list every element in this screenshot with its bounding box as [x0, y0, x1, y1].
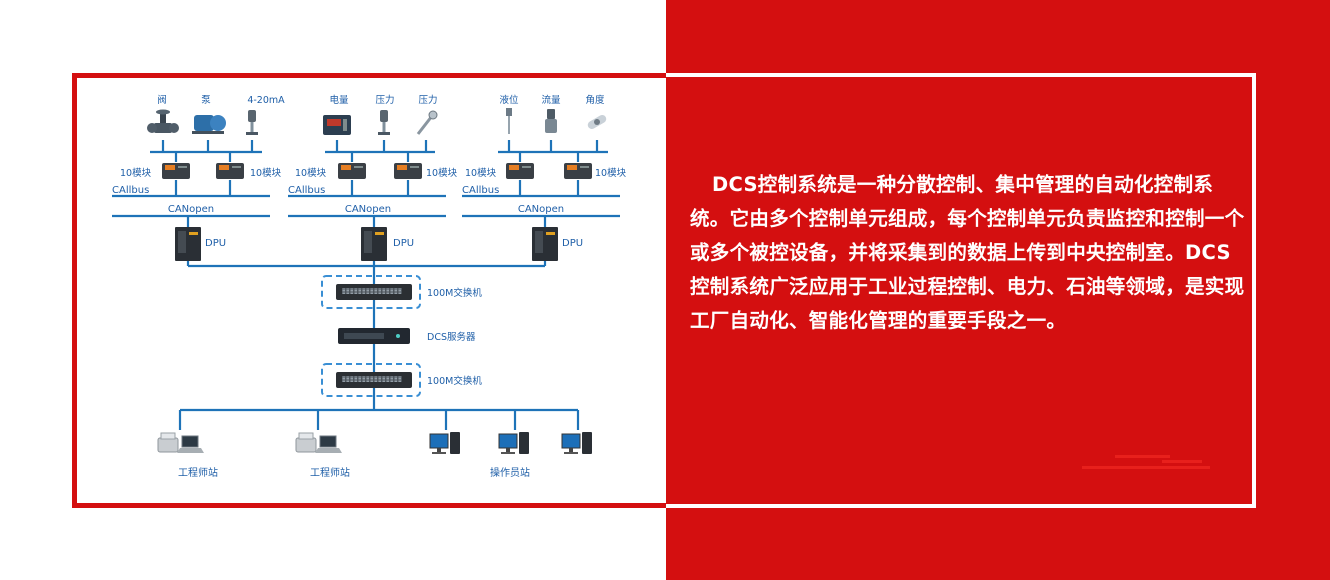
power-meter-icon: [323, 115, 351, 135]
decor-bar: [1162, 460, 1202, 463]
engineer-station-icon: [295, 432, 343, 454]
io-module-icon: [564, 163, 592, 179]
pressure-probe-icon: [416, 109, 439, 136]
sensor-label: 泵: [201, 95, 211, 106]
canopen-label: CANopen: [518, 204, 564, 215]
sensor-label: 电量: [329, 94, 349, 106]
callbus-label: CAllbus: [112, 185, 149, 196]
transmitter-icon: [246, 110, 258, 135]
server-label: DCS服务器: [427, 331, 476, 343]
sensor-group-1: 阀 泵 4-20mA: [147, 94, 285, 135]
dpu-icon: [361, 227, 387, 261]
operator-desktop-icon: [561, 431, 593, 455]
wiring: [112, 140, 620, 430]
sensor-label: 压力: [418, 94, 437, 106]
module-label: 10模块: [465, 167, 497, 179]
switch-top-label: 100M交换机: [427, 287, 482, 299]
decor-bar: [1082, 466, 1210, 469]
canopen-label: CANopen: [345, 204, 391, 215]
angle-sensor-icon: [586, 113, 608, 131]
canopen-label: CANopen: [168, 204, 214, 215]
dpu-icon: [175, 227, 201, 261]
module-label: 10模块: [250, 167, 282, 179]
level-sensor-icon: [506, 108, 512, 134]
dcs-diagram: 阀 泵 4-20mA 电量 压力 压力 液位 流量 角度: [112, 94, 627, 479]
server-icon: [338, 328, 410, 344]
io-module-icon: [506, 163, 534, 179]
module-label: 10模块: [295, 167, 327, 179]
module-label: 10模块: [595, 167, 627, 179]
sensor-group-2: 电量 压力 压力: [323, 94, 439, 136]
io-module-icon: [338, 163, 366, 179]
io-module-icon: [216, 163, 244, 179]
dpu-label: DPU: [205, 238, 226, 249]
callbus-label: CAllbus: [288, 185, 325, 196]
station-label: 工程师站: [178, 466, 218, 479]
switch-bottom-label: 100M交换机: [427, 375, 482, 387]
description-text: DCS控制系统是一种分散控制、集中管理的自动化控制系统。它由多个控制单元组成，每…: [690, 173, 1245, 332]
station-label: 操作员站: [490, 466, 530, 479]
network-switch-icon: [336, 372, 412, 388]
io-module-icon: [394, 163, 422, 179]
pump-icon: [192, 115, 226, 134]
decor-bar: [1115, 455, 1170, 458]
flow-meter-icon: [545, 109, 557, 133]
sensor-label: 液位: [499, 94, 519, 106]
dpu-label: DPU: [393, 238, 414, 249]
red-frame: [72, 73, 666, 508]
dpu-label: DPU: [562, 238, 583, 249]
red-panel-background: [666, 0, 1330, 580]
pressure-transmitter-icon: [378, 110, 390, 135]
io-module-icon: [162, 163, 190, 179]
sensor-label: 流量: [541, 94, 561, 106]
sensor-label: 压力: [375, 94, 394, 106]
sensor-label: 阀: [157, 94, 167, 106]
switch-dashed-box: [321, 363, 421, 397]
network-switch-icon: [336, 284, 412, 300]
sensor-group-3: 液位 流量 角度: [499, 94, 608, 134]
operator-desktop-icon: [429, 431, 461, 455]
callbus-label: CAllbus: [462, 185, 499, 196]
dpu-icon: [532, 227, 558, 261]
module-label: 10模块: [120, 167, 152, 179]
engineer-station-icon: [157, 432, 205, 454]
switch-dashed-box: [321, 275, 421, 309]
white-frame: [666, 73, 1256, 508]
module-label: 10模块: [426, 167, 458, 179]
valve-icon: [147, 109, 179, 133]
operator-desktop-icon: [498, 431, 530, 455]
sensor-label: 4-20mA: [247, 95, 285, 106]
station-label: 工程师站: [310, 466, 350, 479]
sensor-label: 角度: [585, 94, 605, 106]
